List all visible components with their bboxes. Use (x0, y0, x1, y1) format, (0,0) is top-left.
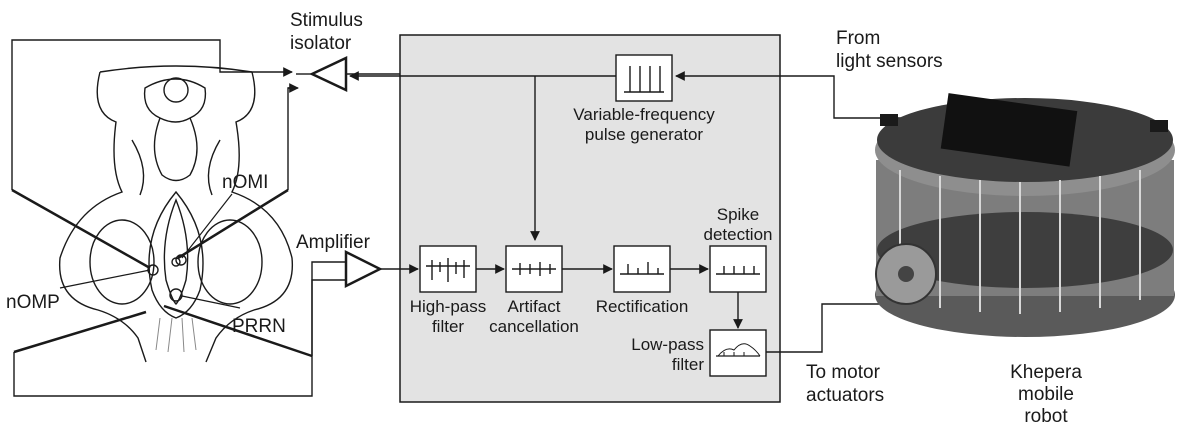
prrn-label: PRRN (232, 316, 286, 337)
stimulation-wires (11, 188, 289, 270)
n-omi-label: nOMI (222, 172, 268, 193)
stimulus-isolator-triangle (309, 56, 348, 92)
light-sensor-input-line (675, 71, 920, 119)
prrn-pointer (181, 295, 241, 309)
pulse-generator-block (615, 54, 673, 102)
high-pass-filter-block (419, 245, 477, 293)
amplifier-triangle (344, 249, 383, 289)
low-pass-filter-block (709, 329, 767, 377)
artifact-cancellation-block (505, 245, 563, 293)
motor-output-line (766, 303, 912, 353)
amplifier-label: Amplifier (296, 232, 371, 253)
recording-wires (13, 261, 346, 397)
spike-detection-block (709, 245, 767, 293)
n-omi-pointer (181, 193, 233, 259)
khepera-robot-image (875, 93, 1175, 337)
lamprey-brainstem-drawing (58, 65, 294, 363)
rectification-block (613, 245, 671, 293)
n-omp-pointer (59, 269, 151, 289)
rectification-label: Rectification (596, 297, 689, 316)
n-omp-label: nOMP (6, 292, 60, 313)
stimulus-output-wires (11, 39, 299, 190)
